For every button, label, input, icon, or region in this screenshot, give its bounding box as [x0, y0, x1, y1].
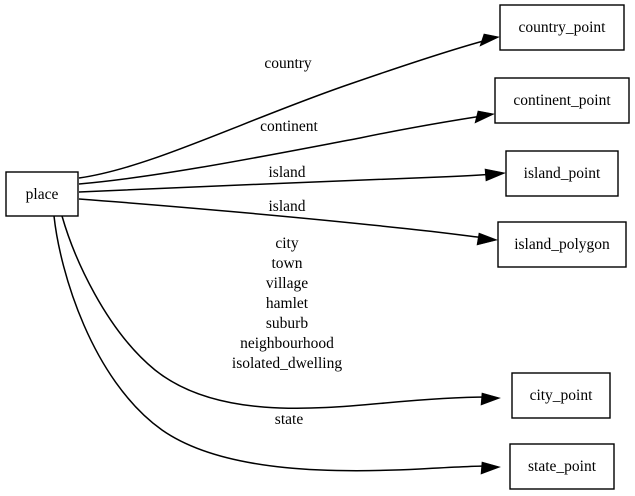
edge-label-city-line-suburb: suburb	[266, 315, 308, 332]
edge-label-country: country	[264, 55, 312, 72]
edge-path-island-point	[78, 173, 494, 193]
edge-place-to-country-point	[78, 33, 500, 179]
node-state-point[interactable]: state_point	[509, 443, 615, 490]
edge-group	[53, 33, 507, 475]
node-continent-point[interactable]: continent_point	[494, 77, 630, 124]
edge-path-country	[78, 39, 488, 179]
edge-label-city-line-city: city	[275, 235, 298, 252]
edge-label-state: state	[275, 411, 304, 428]
node-country-point-box[interactable]	[499, 4, 625, 51]
edge-label-city-line-neighbourhood: neighbourhood	[240, 335, 334, 352]
edge-place-to-city-point	[61, 215, 501, 410]
arrowhead-island-polygon	[476, 232, 498, 246]
node-island-polygon-label: island_polygon	[514, 236, 610, 253]
arrowhead-city	[480, 392, 501, 406]
edge-place-to-continent-point	[78, 110, 495, 185]
node-country-point[interactable]: country_point	[499, 4, 625, 51]
edge-label-city-line-isolated-dwelling: isolated_dwelling	[232, 355, 342, 372]
arrowhead-island-point	[484, 168, 507, 182]
node-continent-point-box[interactable]	[494, 77, 630, 124]
edge-path-continent	[78, 115, 483, 185]
node-state-point-label: state_point	[528, 458, 597, 475]
edge-label-group: country continent island island city tow…	[232, 55, 342, 428]
node-city-point[interactable]: city_point	[511, 372, 611, 419]
edge-label-island-polygon: island	[268, 198, 305, 215]
node-continent-point-label: continent_point	[513, 92, 611, 109]
node-island-point[interactable]: island_point	[505, 150, 619, 197]
edge-path-island-polygon	[78, 198, 486, 239]
node-island-point-box[interactable]	[505, 150, 619, 197]
arrowhead-country	[479, 33, 500, 47]
node-island-polygon-box[interactable]	[497, 221, 627, 268]
edge-place-to-island-point	[78, 168, 507, 193]
arrowhead-continent	[474, 110, 495, 124]
edge-label-city-line-village: village	[266, 275, 308, 292]
node-place-box[interactable]	[5, 171, 79, 217]
node-place[interactable]: place	[5, 171, 79, 217]
node-state-point-box[interactable]	[509, 443, 615, 490]
edge-path-state	[53, 215, 489, 472]
edge-label-island-point: island	[268, 164, 305, 181]
edge-label-continent: continent	[260, 118, 318, 135]
edge-path-city	[61, 215, 489, 410]
node-city-point-box[interactable]	[511, 372, 611, 419]
node-island-polygon[interactable]: island_polygon	[497, 221, 627, 268]
arrowhead-state	[480, 461, 501, 475]
edge-place-to-state-point	[53, 215, 501, 475]
node-island-point-label: island_point	[524, 165, 601, 182]
edge-label-city-multiline: city town village hamlet suburb neighbou…	[232, 235, 342, 372]
edge-label-city-line-hamlet: hamlet	[266, 295, 309, 312]
node-place-label: place	[26, 186, 59, 203]
node-city-point-label: city_point	[530, 387, 594, 404]
node-group: place country_point continent_point isla…	[5, 4, 630, 490]
edge-place-to-island-polygon	[78, 198, 498, 246]
edge-label-city-line-town: town	[272, 255, 303, 272]
node-country-point-label: country_point	[519, 19, 607, 36]
